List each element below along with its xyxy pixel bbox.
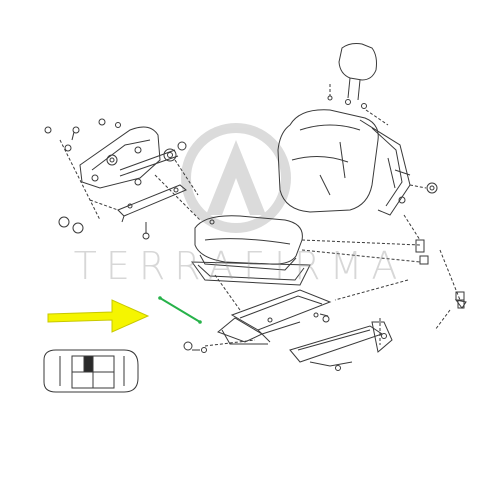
recliner-knob — [409, 182, 438, 194]
recliner-bracket — [79, 126, 187, 189]
watermark-logo — [181, 123, 291, 233]
slide-rail-left — [89, 184, 187, 223]
seat-spring-rod — [158, 296, 202, 324]
headrest — [327, 43, 377, 109]
bottom-bolts — [183, 341, 341, 371]
left-bolts — [44, 118, 150, 240]
seat-location-icon — [43, 349, 139, 393]
right-bolts — [415, 239, 467, 309]
seat-cushion — [191, 215, 311, 286]
seat-back — [277, 109, 411, 216]
callout-arrow — [47, 299, 150, 333]
slide-rails — [217, 289, 393, 367]
